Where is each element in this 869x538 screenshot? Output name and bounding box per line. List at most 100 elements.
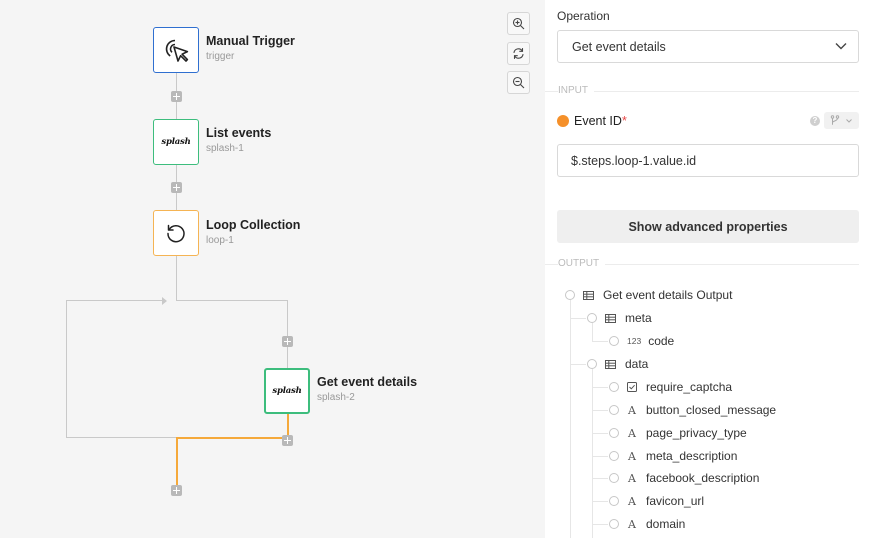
- table-icon: [583, 290, 594, 300]
- tree-guide: [592, 369, 593, 538]
- tree-guide: [592, 524, 608, 525]
- output-field-name: meta: [625, 311, 652, 325]
- output-field-name: meta_description: [646, 449, 738, 463]
- table-icon: [605, 313, 616, 323]
- edge-to-get-event: [287, 300, 288, 369]
- zoom-in-icon: [512, 17, 525, 30]
- edge-loop-branch: [176, 300, 287, 301]
- select-radio[interactable]: [609, 336, 619, 346]
- tree-guide: [592, 501, 608, 502]
- operation-label: Operation: [557, 9, 610, 23]
- edge-loop-exit-vertical: [176, 437, 178, 486]
- tree-guide: [592, 433, 608, 434]
- text-icon: A: [628, 403, 636, 417]
- output-tree-item[interactable]: A domain: [609, 514, 685, 534]
- edge-loop-exit-horizontal: [176, 437, 289, 439]
- tree-guide: [570, 300, 571, 538]
- output-tree-item[interactable]: Get event details Output: [565, 285, 732, 305]
- select-radio[interactable]: [609, 496, 619, 506]
- edge-loop-back-left: [66, 300, 67, 438]
- tree-guide: [570, 364, 586, 365]
- select-radio[interactable]: [609, 382, 619, 392]
- event-id-status-dot: [557, 115, 569, 127]
- add-step-button[interactable]: [282, 435, 293, 446]
- output-field-name: require_captcha: [646, 380, 733, 394]
- tree-guide: [592, 341, 608, 342]
- edge-get-event-out: [287, 413, 289, 438]
- node-get-event-details[interactable]: splash: [264, 368, 310, 414]
- input-mode-toggle[interactable]: [824, 112, 859, 129]
- output-tree-item[interactable]: A page_privacy_type: [609, 423, 747, 443]
- text-icon: A: [628, 471, 636, 485]
- node-subtitle: loop-1: [206, 235, 234, 246]
- splash-logo: splash: [272, 386, 302, 396]
- output-tree-item[interactable]: A button_closed_message: [609, 400, 776, 420]
- output-field-name: code: [648, 334, 675, 348]
- select-radio[interactable]: [609, 451, 619, 461]
- output-field-name: facebook_description: [646, 471, 760, 485]
- output-field-name: favicon_url: [646, 494, 705, 508]
- tree-guide: [592, 323, 593, 341]
- branch-icon: [830, 115, 840, 125]
- tree-guide: [592, 410, 608, 411]
- checkbox-icon: [627, 382, 637, 392]
- output-tree-item[interactable]: meta: [587, 308, 652, 328]
- select-radio[interactable]: [587, 359, 597, 369]
- output-tree-item[interactable]: 123 code: [609, 331, 674, 351]
- required-marker: *: [621, 114, 627, 128]
- node-loop-collection[interactable]: [153, 210, 199, 256]
- output-tree-item[interactable]: A favicon_url: [609, 491, 704, 511]
- node-title: List events: [206, 126, 272, 140]
- add-step-button[interactable]: [171, 182, 182, 193]
- node-subtitle: splash-1: [206, 143, 244, 154]
- input-section-label: INPUT: [558, 85, 594, 96]
- output-field-name: page_privacy_type: [646, 426, 747, 440]
- reset-zoom-button[interactable]: [507, 42, 530, 65]
- event-id-input-value: $.steps.loop-1.value.id: [571, 154, 697, 168]
- event-id-label-text: Event ID: [574, 114, 622, 128]
- output-section-header: OUTPUT: [545, 258, 869, 270]
- output-field-name: button_closed_message: [646, 403, 777, 417]
- splash-logo: splash: [161, 137, 191, 147]
- input-section-header: INPUT: [545, 85, 869, 97]
- operation-select[interactable]: Get event details: [557, 30, 859, 63]
- select-radio[interactable]: [609, 519, 619, 529]
- event-id-input[interactable]: $.steps.loop-1.value.id: [557, 144, 859, 177]
- text-icon: A: [628, 494, 636, 508]
- output-tree-item[interactable]: require_captcha: [609, 377, 732, 397]
- zoom-in-button[interactable]: [507, 12, 530, 35]
- workflow-canvas[interactable]: Manual Trigger trigger splash List event…: [0, 0, 545, 538]
- edge-loop-back-top: [66, 300, 166, 301]
- output-field-name: domain: [646, 517, 686, 531]
- tree-guide: [570, 318, 586, 319]
- zoom-out-button[interactable]: [507, 71, 530, 94]
- output-tree-item[interactable]: A facebook_description: [609, 468, 759, 488]
- chevron-down-icon: [835, 43, 847, 50]
- node-title: Get event details: [317, 375, 418, 389]
- event-id-label: Event ID*: [574, 114, 627, 128]
- output-field-name: Get event details Output: [603, 288, 733, 302]
- select-radio[interactable]: [609, 428, 619, 438]
- edge-arrow-icon: [162, 297, 167, 305]
- select-radio[interactable]: [587, 313, 597, 323]
- text-icon: A: [628, 449, 636, 463]
- number-icon: 123: [627, 336, 642, 346]
- add-step-button[interactable]: [282, 336, 293, 347]
- node-list-events[interactable]: splash: [153, 119, 199, 165]
- output-tree-item[interactable]: data: [587, 354, 648, 374]
- loop-icon: [167, 224, 185, 243]
- help-icon[interactable]: ?: [810, 116, 820, 126]
- select-radio[interactable]: [565, 290, 575, 300]
- add-step-button[interactable]: [171, 91, 182, 102]
- chevron-down-icon: [846, 119, 852, 123]
- select-radio[interactable]: [609, 473, 619, 483]
- edge-loop-down: [176, 256, 177, 301]
- show-advanced-button[interactable]: Show advanced properties: [557, 210, 859, 243]
- node-subtitle: trigger: [206, 51, 235, 62]
- select-radio[interactable]: [609, 405, 619, 415]
- add-step-button[interactable]: [171, 485, 182, 496]
- output-tree-item[interactable]: A meta_description: [609, 446, 737, 466]
- node-manual-trigger[interactable]: [153, 27, 199, 73]
- show-advanced-label: Show advanced properties: [628, 220, 788, 234]
- text-icon: A: [628, 517, 636, 531]
